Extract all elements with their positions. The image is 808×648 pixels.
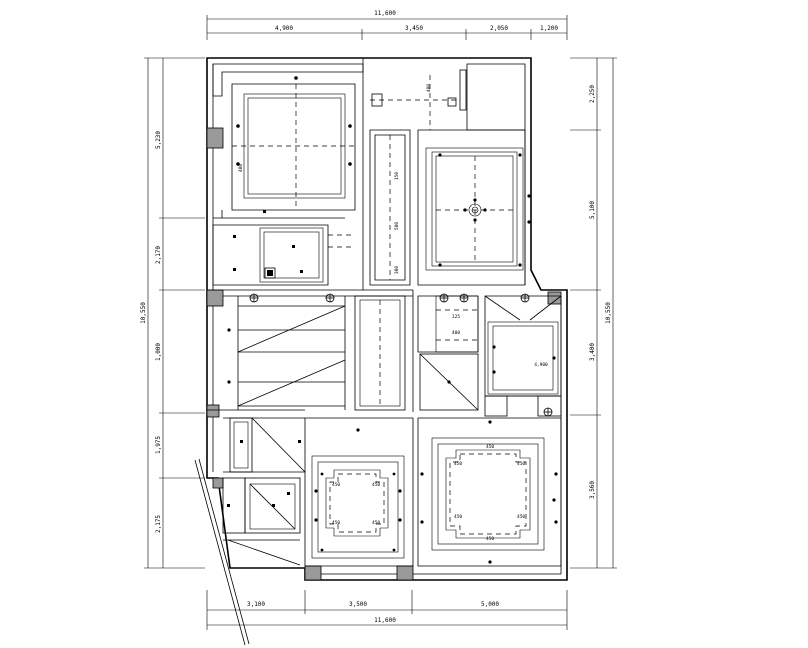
room-top-right: [417, 129, 531, 286]
left-dimension-4: 1,975: [155, 436, 162, 454]
lamp-label-1: 450: [454, 461, 462, 467]
dimension-note-2: 125: [452, 314, 460, 320]
right-dimension-1: 2,250: [589, 85, 596, 103]
left-dimension-5: 2,175: [155, 515, 162, 533]
bottom-dimension-1: 3,100: [247, 601, 265, 608]
lamp-label-8: 450: [372, 520, 380, 526]
room-bath-lower: [222, 417, 306, 566]
bottom-dimension-3: 5,000: [481, 601, 499, 608]
dimension-note-4: 4,900: [534, 362, 548, 368]
lamp-label-4: 450: [517, 514, 525, 520]
room-living-middle: [207, 289, 413, 411]
dimension-note-3: 400: [452, 330, 460, 336]
lamp-label-5: 450: [332, 482, 340, 488]
right-total-dimension: 10,550: [605, 302, 612, 324]
room-bottom-middle: [304, 417, 414, 567]
room-bottom-right: [417, 417, 562, 567]
left-dimension-1: 5,230: [155, 131, 162, 149]
bottom-total-dimension: 11,600: [374, 617, 396, 624]
lamp-spacing-labels: 450 450 450 450 450 450 450 450 450 450: [332, 444, 525, 542]
lamp-label-7: 450: [332, 520, 340, 526]
dimension-note-1: 400: [426, 84, 432, 92]
room-top-left: [213, 76, 356, 219]
structural-columns: [206, 127, 562, 581]
dimension-note-8: 300: [394, 266, 400, 274]
left-dimension-chain: 10,550 5,230 2,170 1,000 1,975 2,175: [140, 57, 205, 569]
top-dimension-chain: 11,600 4,900 3,450 2,050 1,200: [206, 10, 568, 40]
top-dimension-4: 1,200: [540, 25, 558, 32]
room-bath-upper: [212, 224, 355, 286]
room-corridor-top: 400: [362, 58, 467, 290]
small-notes: 400 150 500 300: [238, 164, 400, 274]
right-dimension-2: 5,100: [589, 201, 596, 219]
right-dimension-chain: 2,250 5,100 3,400 3,560 10,550: [570, 57, 617, 569]
left-dimension-2: 2,170: [155, 246, 162, 264]
top-dimension-1: 4,900: [275, 25, 293, 32]
lamp-label-3: 450: [454, 514, 462, 520]
section-line: [194, 458, 250, 646]
lamp-label-10: 450: [486, 536, 494, 542]
top-total-dimension: 11,600: [374, 10, 396, 17]
left-total-dimension: 10,550: [140, 302, 147, 324]
lamp-label-6: 450: [372, 482, 380, 488]
left-dimension-3: 1,000: [155, 343, 162, 361]
top-dimension-3: 2,050: [490, 25, 508, 32]
top-dimension-2: 3,450: [405, 25, 423, 32]
outer-walls: [206, 57, 568, 581]
dimension-note-5: 400: [238, 164, 244, 172]
right-dimension-4: 3,560: [589, 481, 596, 499]
bottom-dimension-2: 3,500: [349, 601, 367, 608]
lamp-label-9: 450: [486, 444, 494, 450]
dimension-note-6: 150: [394, 172, 400, 180]
lamp-label-2: 450: [517, 461, 525, 467]
right-dimension-3: 3,400: [589, 343, 596, 361]
room-middle-right: 125 400 4,900: [412, 290, 562, 417]
bottom-dimension-chain: 3,100 3,500 5,000 11,600: [206, 590, 568, 630]
dimension-note-7: 500: [394, 222, 400, 230]
